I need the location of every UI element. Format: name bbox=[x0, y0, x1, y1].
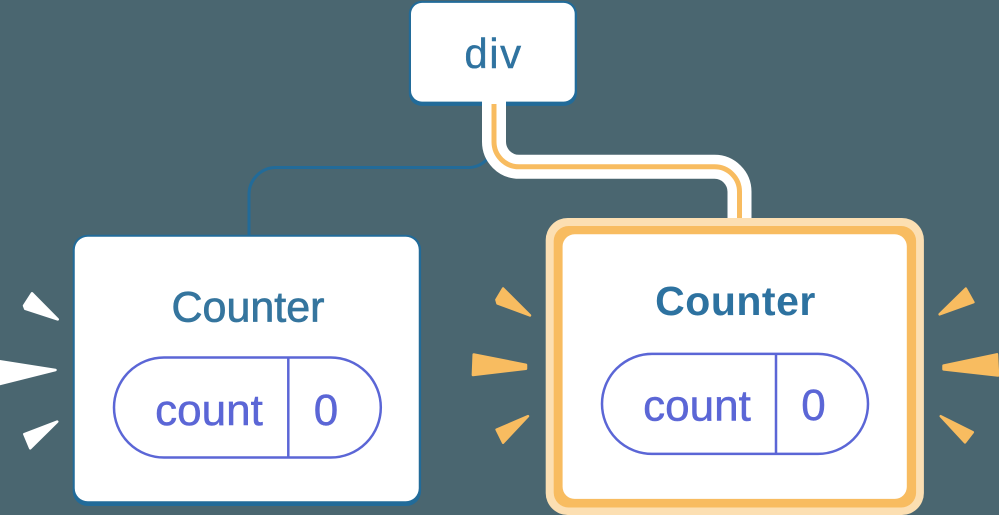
svg-text:div: div bbox=[464, 30, 522, 77]
svg-text:count: count bbox=[643, 382, 751, 431]
svg-text:0: 0 bbox=[801, 381, 825, 430]
svg-text:count: count bbox=[155, 386, 263, 435]
svg-text:Counter: Counter bbox=[172, 284, 325, 332]
svg-text:0: 0 bbox=[314, 386, 338, 435]
svg-text:Counter: Counter bbox=[655, 278, 816, 324]
